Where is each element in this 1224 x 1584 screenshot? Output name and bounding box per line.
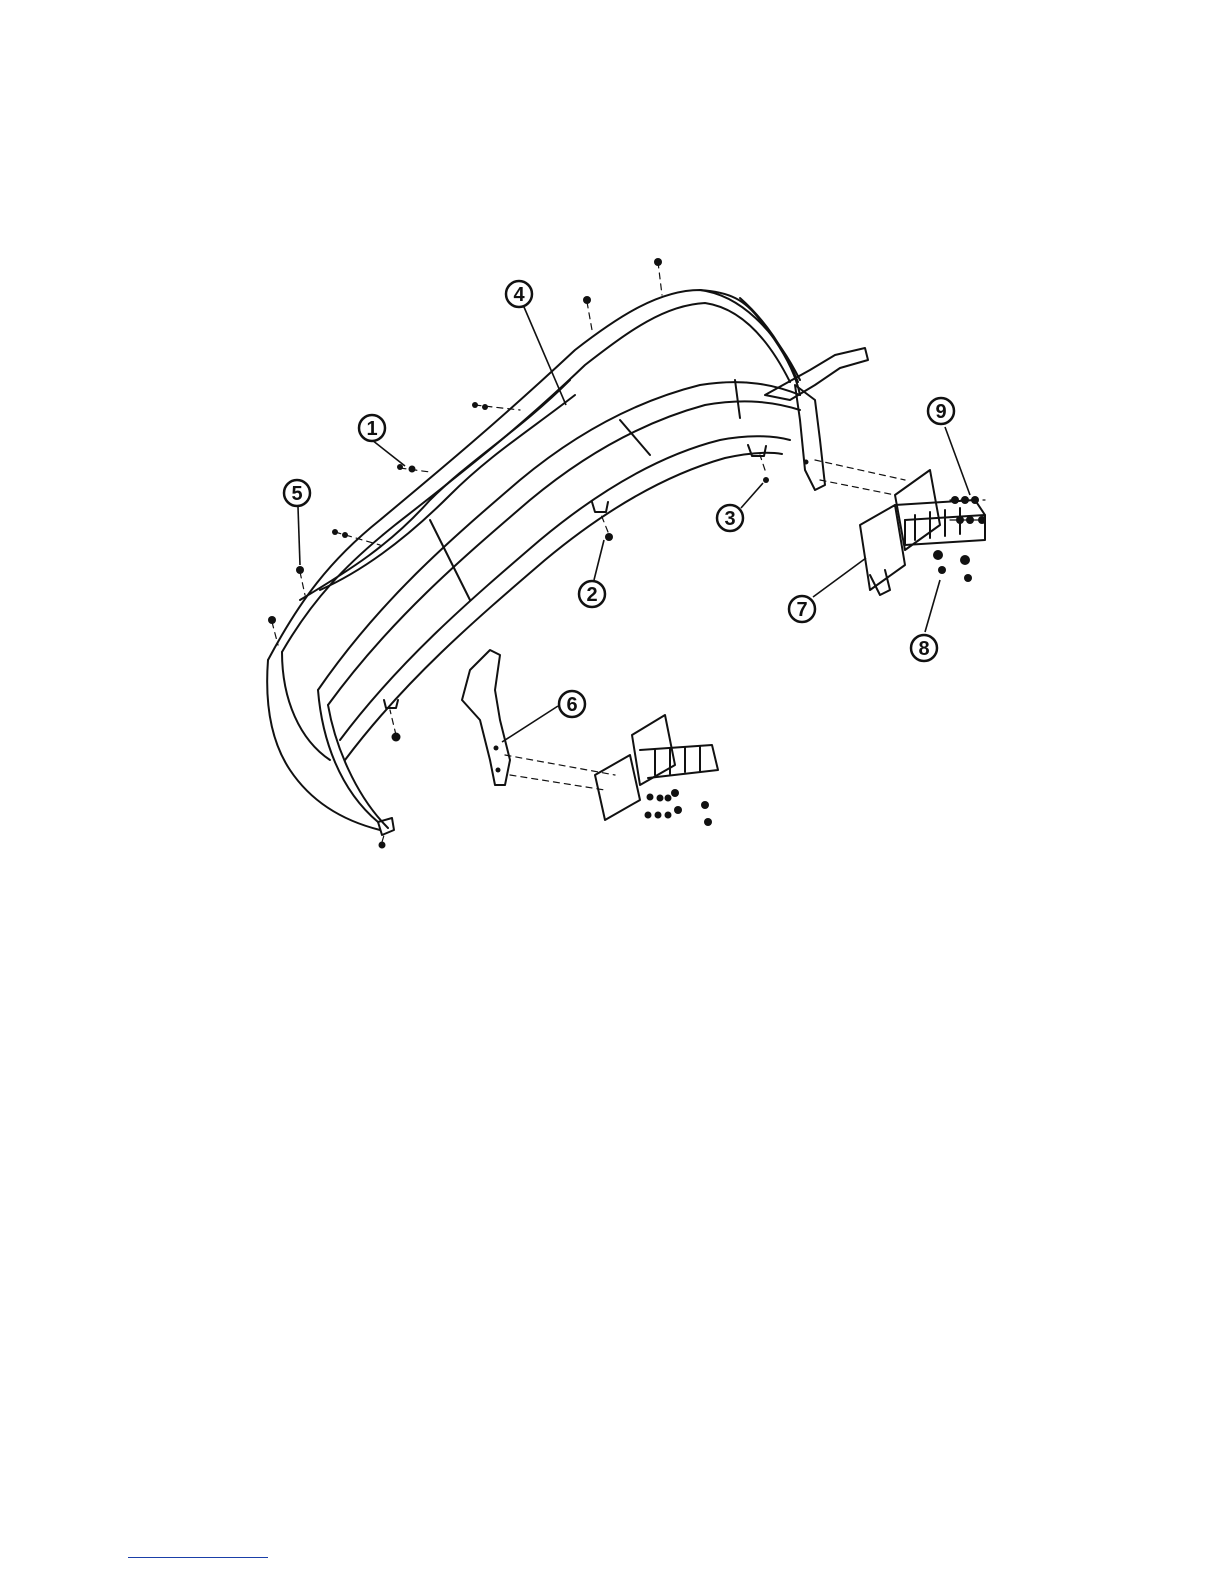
callout-3-label: 3	[724, 508, 735, 530]
callout-2: 2	[579, 581, 605, 607]
callout-5: 5	[284, 480, 310, 506]
callout-4: 4	[506, 281, 532, 307]
leader-lines	[298, 307, 970, 742]
fasteners	[268, 258, 986, 849]
left-mounting-bracket	[595, 715, 718, 820]
mounting-tabs	[384, 445, 766, 708]
callout-8-label: 8	[918, 638, 929, 660]
callout-7: 7	[789, 596, 815, 622]
callout-6-label: 6	[566, 694, 577, 716]
callout-1-label: 1	[366, 418, 377, 440]
callout-6: 6	[559, 691, 585, 717]
callout-4-label: 4	[513, 284, 525, 306]
callout-5-label: 5	[291, 483, 302, 505]
bumper-fascia	[267, 290, 800, 835]
callout-2-label: 2	[586, 584, 597, 606]
callout-9-label: 9	[935, 401, 946, 423]
callout-3: 3	[717, 505, 743, 531]
callout-8: 8	[911, 635, 937, 661]
left-side-bracket-arm	[462, 650, 510, 785]
callout-1: 1	[359, 415, 385, 441]
footnote-rule	[128, 1557, 268, 1558]
callout-7-label: 7	[796, 599, 807, 621]
callout-9: 9	[928, 398, 954, 424]
